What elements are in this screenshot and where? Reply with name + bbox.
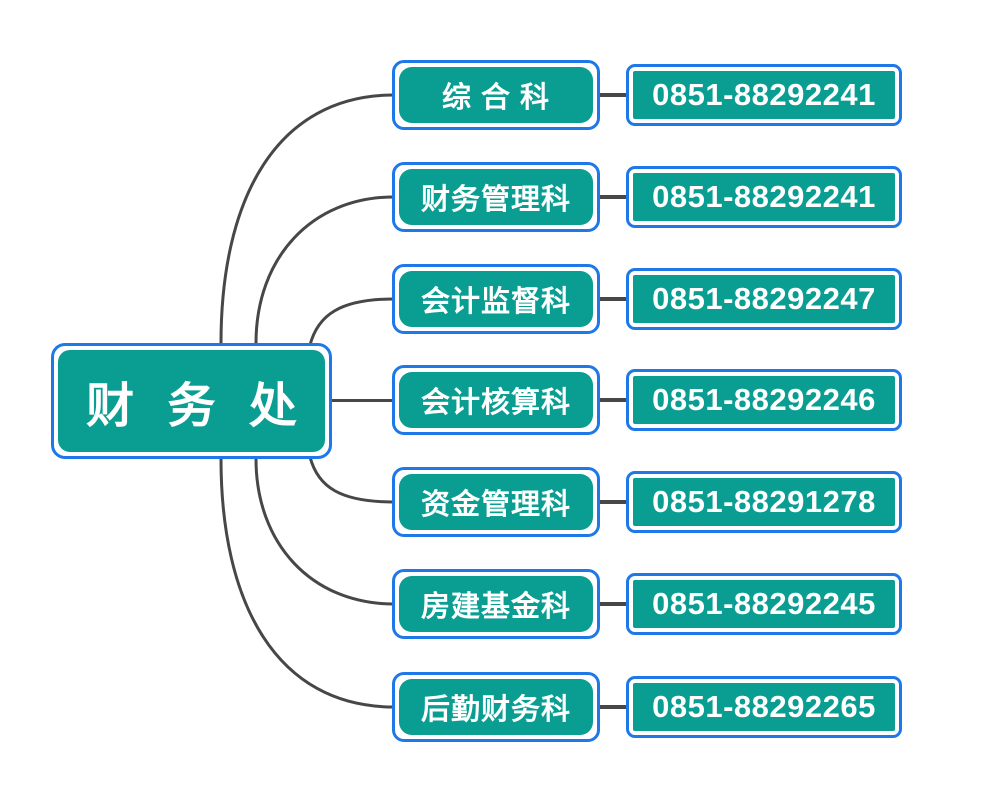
phone-node-label: 0851-88292247 [633, 275, 895, 323]
branch-node-label: 会计监督科 [399, 271, 593, 327]
phone-node-label: 0851-88291278 [633, 478, 895, 526]
phone-node-3[interactable]: 0851-88292246 [626, 369, 902, 431]
connector-root-to-branch-6 [219, 457, 396, 709]
phone-node-2[interactable]: 0851-88292247 [626, 268, 902, 330]
branch-node-6[interactable]: 后勤财务科 [392, 672, 600, 742]
connector-root-to-branch-2 [308, 297, 396, 347]
branch-node-1[interactable]: 财务管理科 [392, 162, 600, 232]
branch-node-5[interactable]: 房建基金科 [392, 569, 600, 639]
branch-node-label: 综 合 科 [399, 67, 593, 123]
branch-node-3[interactable]: 会计核算科 [392, 365, 600, 435]
phone-node-5[interactable]: 0851-88292245 [626, 573, 902, 635]
phone-node-6[interactable]: 0851-88292265 [626, 676, 902, 738]
root-node-label: 财 务 处 [58, 350, 325, 452]
phone-node-label: 0851-88292241 [633, 71, 895, 119]
phone-node-label: 0851-88292245 [633, 580, 895, 628]
branch-node-label: 资金管理科 [399, 474, 593, 530]
branch-node-4[interactable]: 资金管理科 [392, 467, 600, 537]
branch-node-label: 后勤财务科 [399, 679, 593, 735]
phone-node-label: 0851-88292246 [633, 376, 895, 424]
connector-root-to-branch-1 [254, 195, 396, 345]
phone-node-label: 0851-88292241 [633, 173, 895, 221]
phone-node-1[interactable]: 0851-88292241 [626, 166, 902, 228]
branch-node-label: 会计核算科 [399, 372, 593, 428]
connector-root-to-branch-0 [219, 93, 396, 345]
connector-root-to-branch-4 [308, 455, 396, 504]
connector-root-to-branch-5 [254, 457, 396, 606]
root-node[interactable]: 财 务 处 [51, 343, 332, 459]
phone-node-label: 0851-88292265 [633, 683, 895, 731]
phone-node-4[interactable]: 0851-88291278 [626, 471, 902, 533]
phone-node-0[interactable]: 0851-88292241 [626, 64, 902, 126]
branch-node-label: 房建基金科 [399, 576, 593, 632]
branch-node-2[interactable]: 会计监督科 [392, 264, 600, 334]
branch-node-0[interactable]: 综 合 科 [392, 60, 600, 130]
branch-node-label: 财务管理科 [399, 169, 593, 225]
